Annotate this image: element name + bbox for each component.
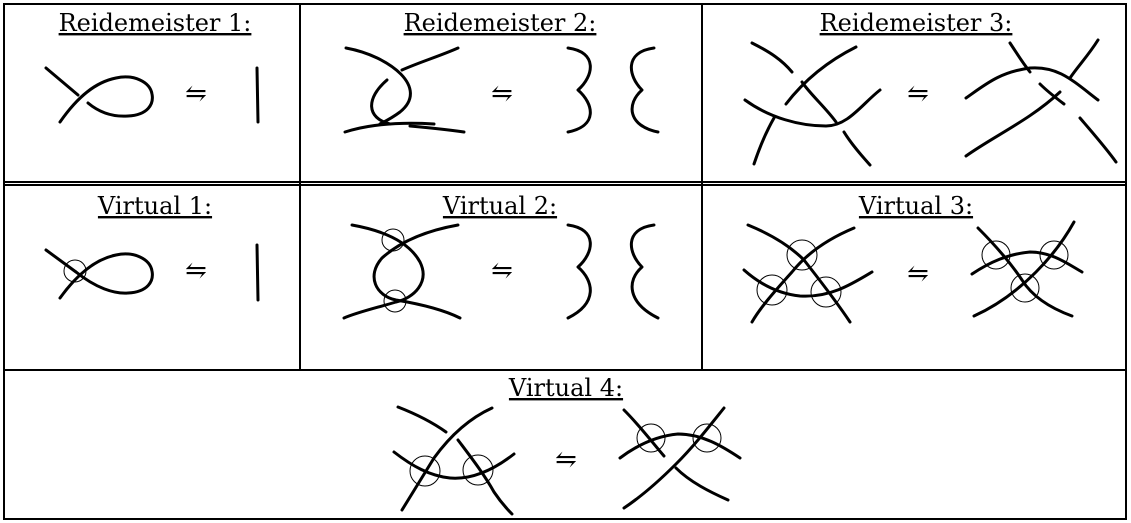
equiv-symbol: ⇋ — [491, 79, 513, 109]
cell-reidemeister-2: Reidemeister 2: ⇋ — [343, 9, 660, 134]
cell-title: Virtual 2: — [442, 192, 557, 220]
virtual-crossing-circle — [1010, 273, 1040, 303]
triangle-move-left — [743, 41, 882, 167]
cell-virtual-3: Virtual 3: ⇋ — [742, 192, 1084, 324]
cell-reidemeister-3: Reidemeister 3: ⇋ — [743, 9, 1118, 167]
virtual-crossing-circle — [383, 289, 407, 313]
virtual-crossing-circle — [381, 228, 405, 252]
virtual-crossing-circle — [981, 240, 1011, 270]
cell-title: Virtual 3: — [858, 192, 973, 220]
equiv-symbol: ⇋ — [907, 79, 929, 109]
right-brace-strand — [566, 46, 592, 134]
triangle-move-right — [964, 38, 1118, 164]
cell-title: Reidemeister 3: — [820, 9, 1013, 37]
virtual-triangle-left — [742, 223, 874, 324]
mixed-triangle-left — [392, 405, 516, 516]
equiv-symbol: ⇋ — [907, 259, 929, 289]
equiv-symbol: ⇋ — [555, 445, 577, 475]
table-border — [3, 3, 1127, 520]
virtual-triangle-right — [970, 220, 1084, 318]
cell-title: Reidemeister 1: — [59, 9, 252, 37]
virtual-crossing-circle — [636, 423, 666, 453]
left-brace-strand — [629, 223, 660, 320]
cell-title: Virtual 4: — [508, 374, 623, 402]
virtual-crossing-circle — [810, 276, 842, 308]
straight-strand — [255, 243, 260, 302]
cell-reidemeister-1: Reidemeister 1: ⇋ — [44, 9, 260, 124]
virtual-crossing-circle — [756, 274, 788, 306]
equiv-symbol: ⇋ — [185, 256, 207, 286]
cell-virtual-2: Virtual 2: ⇋ — [342, 192, 660, 320]
cell-title: Virtual 1: — [97, 192, 212, 220]
virtual-kink-diagram — [44, 248, 154, 300]
table-grid — [3, 3, 1127, 520]
cell-title: Reidemeister 2: — [404, 9, 597, 37]
equiv-symbol: ⇋ — [491, 256, 513, 286]
mixed-triangle-right — [618, 406, 742, 510]
kink-diagram — [44, 66, 154, 124]
virtual-crossing-circle — [63, 259, 87, 283]
equiv-symbol: ⇋ — [185, 79, 207, 109]
virtual-crossing-circle — [462, 454, 494, 486]
virtual-crossing-circle — [692, 423, 722, 453]
left-brace-strand — [629, 46, 660, 134]
virtual-crossing-circle — [786, 239, 818, 271]
bigon-diagram — [343, 46, 466, 134]
cell-virtual-1: Virtual 1: ⇋ — [44, 192, 260, 302]
virtual-bigon-diagram — [342, 223, 462, 320]
virtual-crossing-circle — [1039, 240, 1069, 270]
cell-virtual-4: Virtual 4: ⇋ — [392, 374, 742, 516]
straight-strand — [255, 66, 260, 124]
right-brace-strand — [566, 223, 592, 320]
virtual-crossing-circle — [409, 455, 441, 487]
